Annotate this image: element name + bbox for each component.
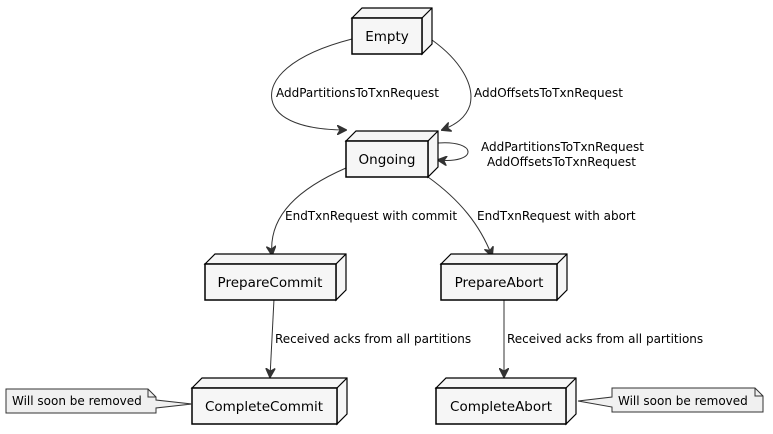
edge-preparecommit-to-completecommit — [270, 298, 274, 377]
node-prepareabort-label: PrepareAbort — [455, 275, 544, 291]
node-prepareabort: PrepareAbort — [439, 253, 568, 302]
label-empty-to-ongoing-offsets: AddOffsetsToTxnRequest — [474, 86, 623, 100]
label-ongoing-to-preparecommit: EndTxnRequest with commit — [285, 209, 457, 223]
node-empty: Empty — [350, 7, 433, 56]
node-completecommit: CompleteCommit — [190, 377, 348, 426]
note-left: Will soon be removed — [5, 388, 193, 414]
edge-ongoing-to-prepareabort — [427, 176, 492, 256]
edge-ongoing-self-loop — [438, 142, 469, 161]
note-right: Will soon be removed — [577, 387, 764, 413]
edge-empty-to-ongoing-offsets — [431, 39, 472, 130]
note-left-text: Will soon be removed — [12, 394, 142, 408]
note-right-text: Will soon be removed — [618, 394, 748, 408]
edge-labels: AddPartitionsToTxnRequest AddOffsetsToTx… — [275, 86, 703, 346]
node-empty-label: Empty — [365, 29, 409, 45]
label-self-loop-line1: AddPartitionsToTxnRequest — [481, 140, 644, 154]
label-ongoing-to-prepareabort: EndTxnRequest with abort — [477, 209, 636, 223]
node-ongoing-label: Ongoing — [359, 152, 416, 168]
label-preparecommit-to-complete: Received acks from all partitions — [275, 332, 471, 346]
edges — [270, 38, 504, 377]
node-preparecommit: PrepareCommit — [203, 253, 347, 302]
edge-empty-to-ongoing-partitions — [271, 38, 353, 130]
node-completeabort: CompleteAbort — [434, 377, 577, 426]
label-prepareabort-to-complete: Received acks from all partitions — [507, 332, 703, 346]
node-completecommit-label: CompleteCommit — [205, 399, 323, 415]
label-self-loop-line2: AddOffsetsToTxnRequest — [487, 155, 636, 169]
node-preparecommit-label: PrepareCommit — [218, 275, 323, 291]
label-empty-to-ongoing-partitions: AddPartitionsToTxnRequest — [276, 86, 439, 100]
node-completeabort-label: CompleteAbort — [450, 399, 552, 415]
edge-ongoing-to-preparecommit — [272, 167, 347, 255]
node-ongoing: Ongoing — [344, 130, 439, 179]
